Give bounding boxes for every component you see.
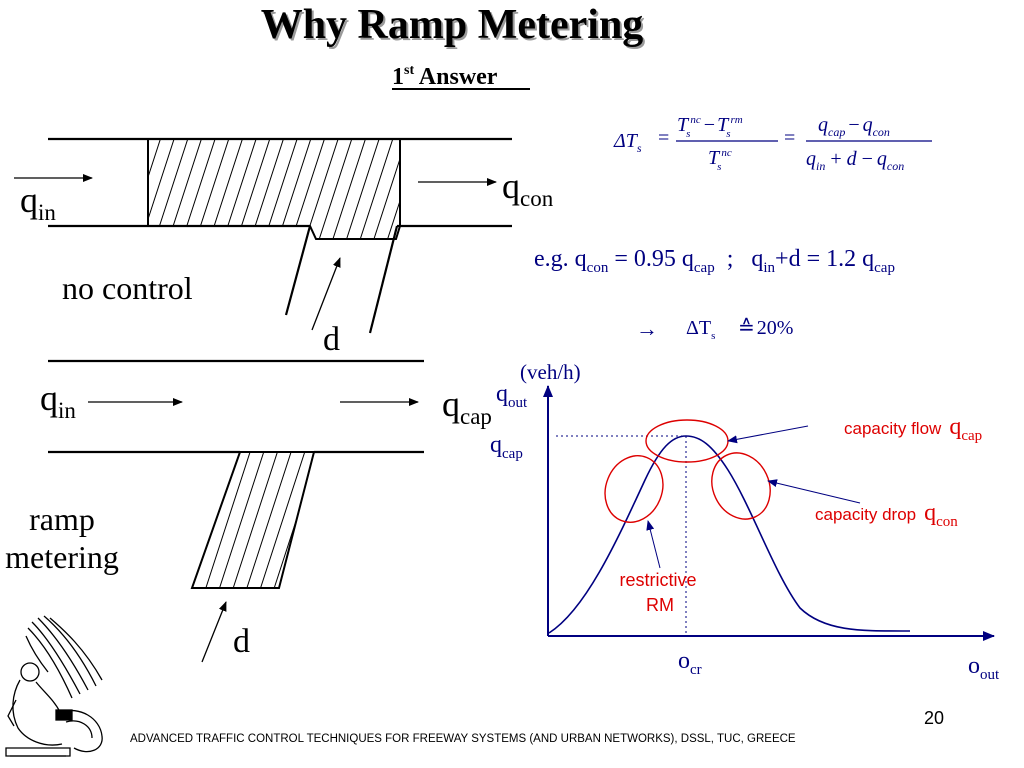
q-cap-label: qcap bbox=[442, 384, 492, 429]
svg-text:=: = bbox=[784, 127, 795, 149]
on-ramp-edge-left bbox=[284, 225, 312, 316]
ramp-demand-arrow bbox=[311, 257, 341, 331]
delta-ts-formula: ΔTs = Tsnc−Tsrm Tsnc = qcap−qcon qin+d−q… bbox=[613, 114, 932, 173]
svg-text:ΔTs: ΔTs bbox=[613, 130, 642, 155]
example-values: e.g. qcon = 0.95 qcap ; qin+d = 1.2 qcap bbox=[534, 246, 895, 276]
svg-text:Tsnc: Tsnc bbox=[708, 147, 732, 173]
ramp-metering-diagram: qin qcap d ramp metering bbox=[5, 359, 492, 663]
subtitle-number: 1 bbox=[392, 64, 404, 90]
slide-title: Why Ramp Metering bbox=[261, 2, 644, 48]
svg-text:ΔTs: ΔTs bbox=[686, 317, 715, 342]
q-in-label: qin bbox=[40, 378, 76, 423]
ramp-metering-caption-line1: ramp bbox=[29, 501, 95, 537]
x-axis-label: oout bbox=[968, 653, 1000, 683]
slide-subtitle: 1st Answer bbox=[392, 63, 530, 90]
capacity-drop-ellipse bbox=[711, 452, 771, 520]
capacity-flow-pointer bbox=[727, 425, 809, 444]
q-con-label: qcon bbox=[502, 166, 554, 211]
subtitle-superscript: st bbox=[404, 63, 414, 78]
no-control-diagram: qin qcon d no control bbox=[14, 137, 554, 358]
svg-text:=: = bbox=[658, 127, 669, 149]
x-tick-o-cr: ocr bbox=[678, 648, 702, 678]
y-axis-label: qout bbox=[496, 381, 528, 411]
footer-text: ADVANCED TRAFFIC CONTROL TECHNIQUES FOR … bbox=[130, 733, 796, 745]
svg-text:qin+d−qcon: qin+d−qcon bbox=[806, 148, 904, 173]
ramp-metering-caption-line2: metering bbox=[5, 539, 119, 575]
no-control-caption: no control bbox=[62, 270, 193, 306]
capacity-drop-pointer bbox=[767, 479, 861, 504]
restrictive-rm-ellipse bbox=[604, 455, 664, 523]
flow-occupancy-curve bbox=[548, 435, 911, 634]
svg-text:Tsnc−Tsrm: Tsnc−Tsrm bbox=[677, 114, 743, 140]
ramp-demand-label: d bbox=[323, 321, 340, 358]
svg-text:≙20%: ≙20% bbox=[738, 317, 793, 339]
y-axis-unit: (veh/h) bbox=[520, 360, 581, 384]
restrictive-rm-label-line2: RM bbox=[646, 595, 674, 615]
restrictive-rm-label-line1: restrictive bbox=[619, 570, 696, 590]
svg-text:qcap−qcon: qcap−qcon bbox=[818, 114, 890, 139]
result-line: → ΔTs ≙20% bbox=[636, 316, 793, 342]
page-number: 20 bbox=[924, 708, 944, 728]
implies-arrow-icon: → bbox=[636, 316, 658, 341]
subtitle-text: Answer bbox=[414, 64, 498, 90]
congestion-zone bbox=[147, 138, 401, 240]
capacity-flow-ellipse bbox=[645, 419, 729, 463]
ramp-demand-arrow bbox=[201, 601, 227, 663]
y-tick-q-cap: qcap bbox=[490, 432, 523, 462]
metered-ramp-queue bbox=[190, 451, 316, 589]
greek-statue-logo-icon bbox=[5, 615, 103, 757]
svg-text:1st Answer: 1st Answer bbox=[392, 63, 498, 90]
ramp-demand-label: d bbox=[233, 623, 250, 660]
slide-title: Why Ramp Metering bbox=[263, 4, 646, 50]
fundamental-diagram-chart: (veh/h) qout qcap ocr oout capacity flow… bbox=[490, 360, 1000, 683]
on-ramp-edge-right bbox=[368, 225, 399, 334]
restrictive-rm-pointer bbox=[646, 520, 661, 569]
q-in-label: qin bbox=[20, 180, 56, 225]
